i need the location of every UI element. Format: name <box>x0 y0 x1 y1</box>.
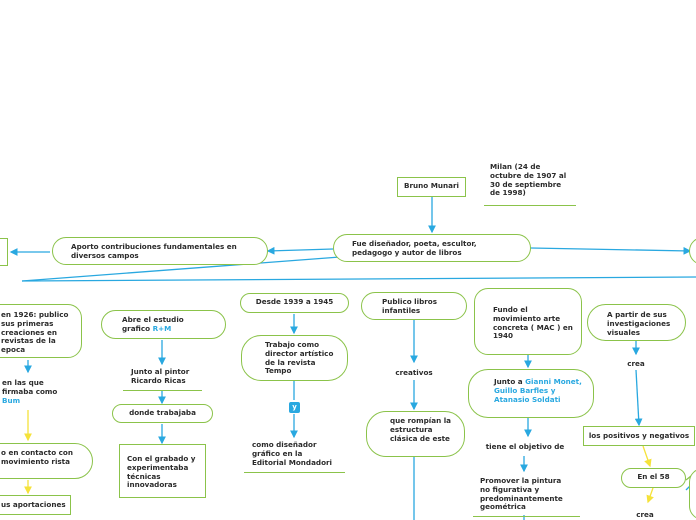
col5-node-mac-label: Fundo el movimiento arte concreta ( MAC … <box>493 305 573 341</box>
col1-node-1926-label: en 1926: publico sus primeras creaciones… <box>1 310 69 355</box>
col4-node-rompian[interactable]: que rompían la estructura clásica de est… <box>366 411 465 457</box>
far-left-node[interactable] <box>0 238 8 266</box>
col6-node-investigaciones[interactable]: A partir de sus investigaciones visuales <box>587 304 686 341</box>
col5-node-objetivo-label: tiene el objetivo de <box>485 442 565 451</box>
col2-node-ricas-label: Junto al pintor Ricardo Ricas <box>131 367 190 385</box>
col3-node-desde[interactable]: Desde 1939 a 1945 <box>240 293 349 313</box>
col5-node-junto-label: Junto a <box>494 377 523 386</box>
col3-node-desde-label: Desde 1939 a 1945 <box>255 297 334 306</box>
connector-branch-bar <box>21 276 696 282</box>
col5-node-promover-label: Promover la pintura no figurativa y pred… <box>480 476 563 512</box>
col2-node-ricas[interactable]: Junto al pintor Ricardo Ricas <box>123 367 202 391</box>
col2-node-estudio[interactable]: Abre el estudio grafico R+M <box>101 310 226 339</box>
contrib-node-label: Aporto contribuciones fundamentales en d… <box>71 242 237 260</box>
col6-node-positivos[interactable]: los positivos y negativos <box>583 426 695 446</box>
col1-node-firmaba-highlight: Bum <box>2 395 21 405</box>
col2-node-grabado[interactable]: Con el grabado y experimentaba técnicas … <box>119 444 206 498</box>
col3-node-mondadori-label: como diseñador gráfico en la Editorial M… <box>252 440 333 467</box>
root-node-label: Bruno Munari <box>404 181 459 190</box>
main-node-label: Fue diseñador, poeta, escultor, pedagogo… <box>352 239 477 257</box>
col6-node-en-el-58[interactable]: En el 58 <box>621 468 686 488</box>
col6-node-crea-2[interactable]: crea <box>629 510 661 520</box>
col6-node-crea-2-label: crea <box>636 510 654 519</box>
col6-node-crea-1-label: crea <box>627 359 645 368</box>
col4-node-libros-label: Publico libros infantiles <box>382 297 437 315</box>
main-node[interactable]: Fue diseñador, poeta, escultor, pedagogo… <box>333 234 531 262</box>
col4-node-libros[interactable]: Publico libros infantiles <box>361 292 467 320</box>
col6-node-positivos-label: los positivos y negativos <box>588 431 690 440</box>
col4-node-rompian-label: que rompían la estructura clásica de est… <box>390 416 452 443</box>
col1-node-aportaciones-label: us aportaciones <box>1 500 66 509</box>
col2-node-trabajaba-label: donde trabajaba <box>129 408 196 417</box>
col5-node-junto[interactable]: Junto a Gianni Monet, Guillo Barfles y A… <box>468 369 594 418</box>
col1-node-contacto-label: o en contacto con movimiento rista <box>1 448 73 466</box>
root-node[interactable]: Bruno Munari <box>397 177 466 197</box>
col3-node-mondadori[interactable]: como diseñador gráfico en la Editorial M… <box>244 440 345 473</box>
col6-node-crea-1[interactable]: crea <box>620 359 652 369</box>
col6-node-investigaciones-label: A partir de sus investigaciones visuales <box>607 310 671 337</box>
col2-node-estudio-label: Abre el estudio grafico <box>122 315 184 333</box>
contrib-node[interactable]: Aporto contribuciones fundamentales en d… <box>52 237 268 265</box>
birth-node-label: Milan (24 de octubre de 1907 al 30 de se… <box>490 162 567 198</box>
col6-node-partial-right[interactable] <box>689 468 696 520</box>
col2-node-grabado-label: Con el grabado y experimentaba técnicas … <box>127 454 196 490</box>
col2-node-estudio-highlight: R+M <box>152 323 172 333</box>
col4-node-creativos-label: creativos <box>395 368 433 377</box>
col5-node-junto-highlight: Gianni Monet, Guillo Barfles y Atanasio … <box>494 377 582 404</box>
col3-node-tempo-label: Trabajo como director artístico de la re… <box>265 340 334 376</box>
col3-conjunction-badge: y <box>289 402 300 413</box>
connector-main-branch <box>21 256 341 282</box>
col2-node-trabajaba[interactable]: donde trabajaba <box>112 404 213 423</box>
col5-node-mac[interactable]: Fundo el movimiento arte concreta ( MAC … <box>474 288 582 355</box>
col5-node-promover[interactable]: Promover la pintura no figurativa y pred… <box>473 476 580 517</box>
col4-node-creativos[interactable]: creativos <box>389 368 439 378</box>
col1-node-1926[interactable]: en 1926: publico sus primeras creaciones… <box>0 304 82 358</box>
col3-node-tempo[interactable]: Trabajo como director artístico de la re… <box>241 335 348 381</box>
col1-node-firmaba[interactable]: en las que firmaba como Bum <box>0 378 60 405</box>
connector-main-contrib <box>266 246 334 255</box>
col1-node-aportaciones[interactable]: us aportaciones <box>0 495 71 515</box>
col1-node-contacto[interactable]: o en contacto con movimiento rista <box>0 443 93 479</box>
col1-node-firmaba-label: en las que firmaba como <box>2 378 58 396</box>
birth-node[interactable]: Milan (24 de octubre de 1907 al 30 de se… <box>484 162 576 206</box>
col6-node-en-el-58-label: En el 58 <box>637 472 670 481</box>
connector-main-right <box>530 246 692 255</box>
col5-node-objetivo[interactable]: tiene el objetivo de <box>480 442 570 452</box>
